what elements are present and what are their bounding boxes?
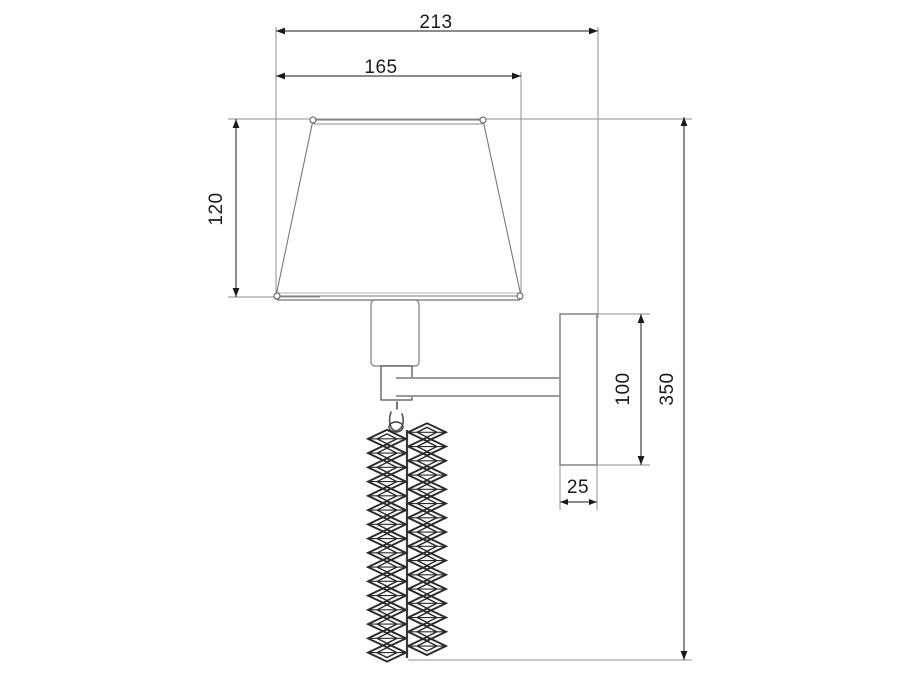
crystal-bead-left: [365, 642, 409, 663]
crystal-bead-layer: [365, 422, 449, 663]
dimension-lines: [232, 27, 688, 660]
lamp-shade: [273, 116, 524, 301]
crystal-pendant: [365, 401, 449, 663]
crystal-bead-left: [365, 599, 409, 620]
crystal-bead-left: [365, 528, 409, 549]
dim-label-120: 120: [206, 192, 227, 225]
crystal-bead-right: [405, 578, 449, 600]
lamp-body-upper: [370, 299, 420, 367]
crystal-bead-left: [365, 514, 409, 535]
shade-corner-node-top-right: [479, 116, 487, 124]
crystal-bead-left: [365, 457, 409, 478]
shade-corner-node-bottom-left: [273, 292, 281, 300]
crystal-bead-right: [405, 436, 449, 457]
bracket-plate: [559, 313, 598, 466]
dim-label-100: 100: [613, 372, 634, 405]
crystal-bead-left: [365, 428, 409, 449]
crystal-bead-left: [365, 585, 409, 606]
dim-label-350: 350: [657, 372, 678, 405]
crystal-bead-right: [405, 593, 449, 614]
shade-corner-node-top-left: [309, 116, 317, 124]
crystal-bead-left: [365, 614, 409, 635]
pendant-hook-ring: [388, 421, 404, 433]
crystal-bead-left: [365, 471, 409, 492]
crystal-bead-left: [365, 571, 409, 592]
crystal-bead-left: [365, 500, 409, 521]
crystal-bead-right: [405, 607, 449, 628]
arm-fill: [396, 378, 563, 396]
crystal-bead-left: [365, 542, 409, 563]
crystal-bead-right: [405, 450, 449, 471]
crystal-bead-right: [405, 479, 449, 500]
crystal-bead-right: [405, 621, 449, 642]
dimension-labels: 213 165 120 100 25 350: [206, 12, 678, 498]
crystal-bead-right: [405, 550, 449, 571]
crystal-bead-right: [405, 635, 449, 657]
pendant-hook-icon: [388, 401, 405, 432]
crystal-bead-left: [365, 485, 409, 506]
crystal-bead-right: [405, 564, 449, 585]
dim-label-213: 213: [419, 12, 452, 33]
crystal-bead-right: [405, 507, 449, 528]
dim-label-165: 165: [364, 57, 397, 78]
wall-bracket: [559, 313, 598, 466]
crystal-bead-right: [405, 536, 449, 557]
dim-label-25: 25: [567, 477, 589, 498]
crystal-bead-left: [365, 557, 409, 578]
crystal-bead-right: [405, 493, 449, 514]
shade-corner-node-bottom-right: [516, 292, 524, 300]
crystal-bead-right: [405, 521, 449, 543]
crystal-bead-left: [365, 443, 409, 464]
crystal-bead-right: [405, 464, 449, 486]
wall-arm: [396, 377, 563, 397]
shade-outline: [275, 119, 522, 297]
crystal-bead-left: [365, 628, 409, 649]
crystal-bead-right: [405, 422, 449, 443]
